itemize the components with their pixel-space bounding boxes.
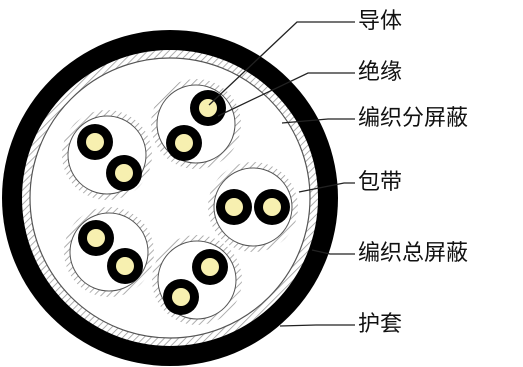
conductor <box>263 198 281 216</box>
conductor <box>199 99 217 117</box>
pair-bottom <box>152 235 242 325</box>
leader-conductor <box>208 21 355 106</box>
conductor <box>175 134 193 152</box>
leader-overall-braid-shield <box>311 249 355 255</box>
conductor <box>86 133 104 151</box>
label-tape: 包带 <box>358 170 403 195</box>
pair-upper-left <box>62 110 152 200</box>
leader-pair-braid-shield <box>281 118 355 124</box>
label-jacket: 护套 <box>358 312 403 337</box>
leader-tape <box>298 182 355 193</box>
label-insulation: 绝缘 <box>358 60 403 85</box>
conductor <box>115 164 133 182</box>
conductor <box>201 258 219 276</box>
conductor <box>116 257 134 275</box>
pair-lower-left <box>64 207 154 297</box>
leader-insulation <box>217 72 355 117</box>
pair-right <box>208 162 298 252</box>
conductor <box>225 198 243 216</box>
label-overall-braid-shield: 编织总屏蔽 <box>358 241 469 266</box>
conductor <box>87 229 105 247</box>
leader-jacket <box>279 324 355 327</box>
label-pair-braid-shield: 编织分屏蔽 <box>358 106 469 131</box>
conductor <box>172 288 190 306</box>
label-conductor: 导体 <box>358 9 403 34</box>
pair-top <box>151 79 241 169</box>
